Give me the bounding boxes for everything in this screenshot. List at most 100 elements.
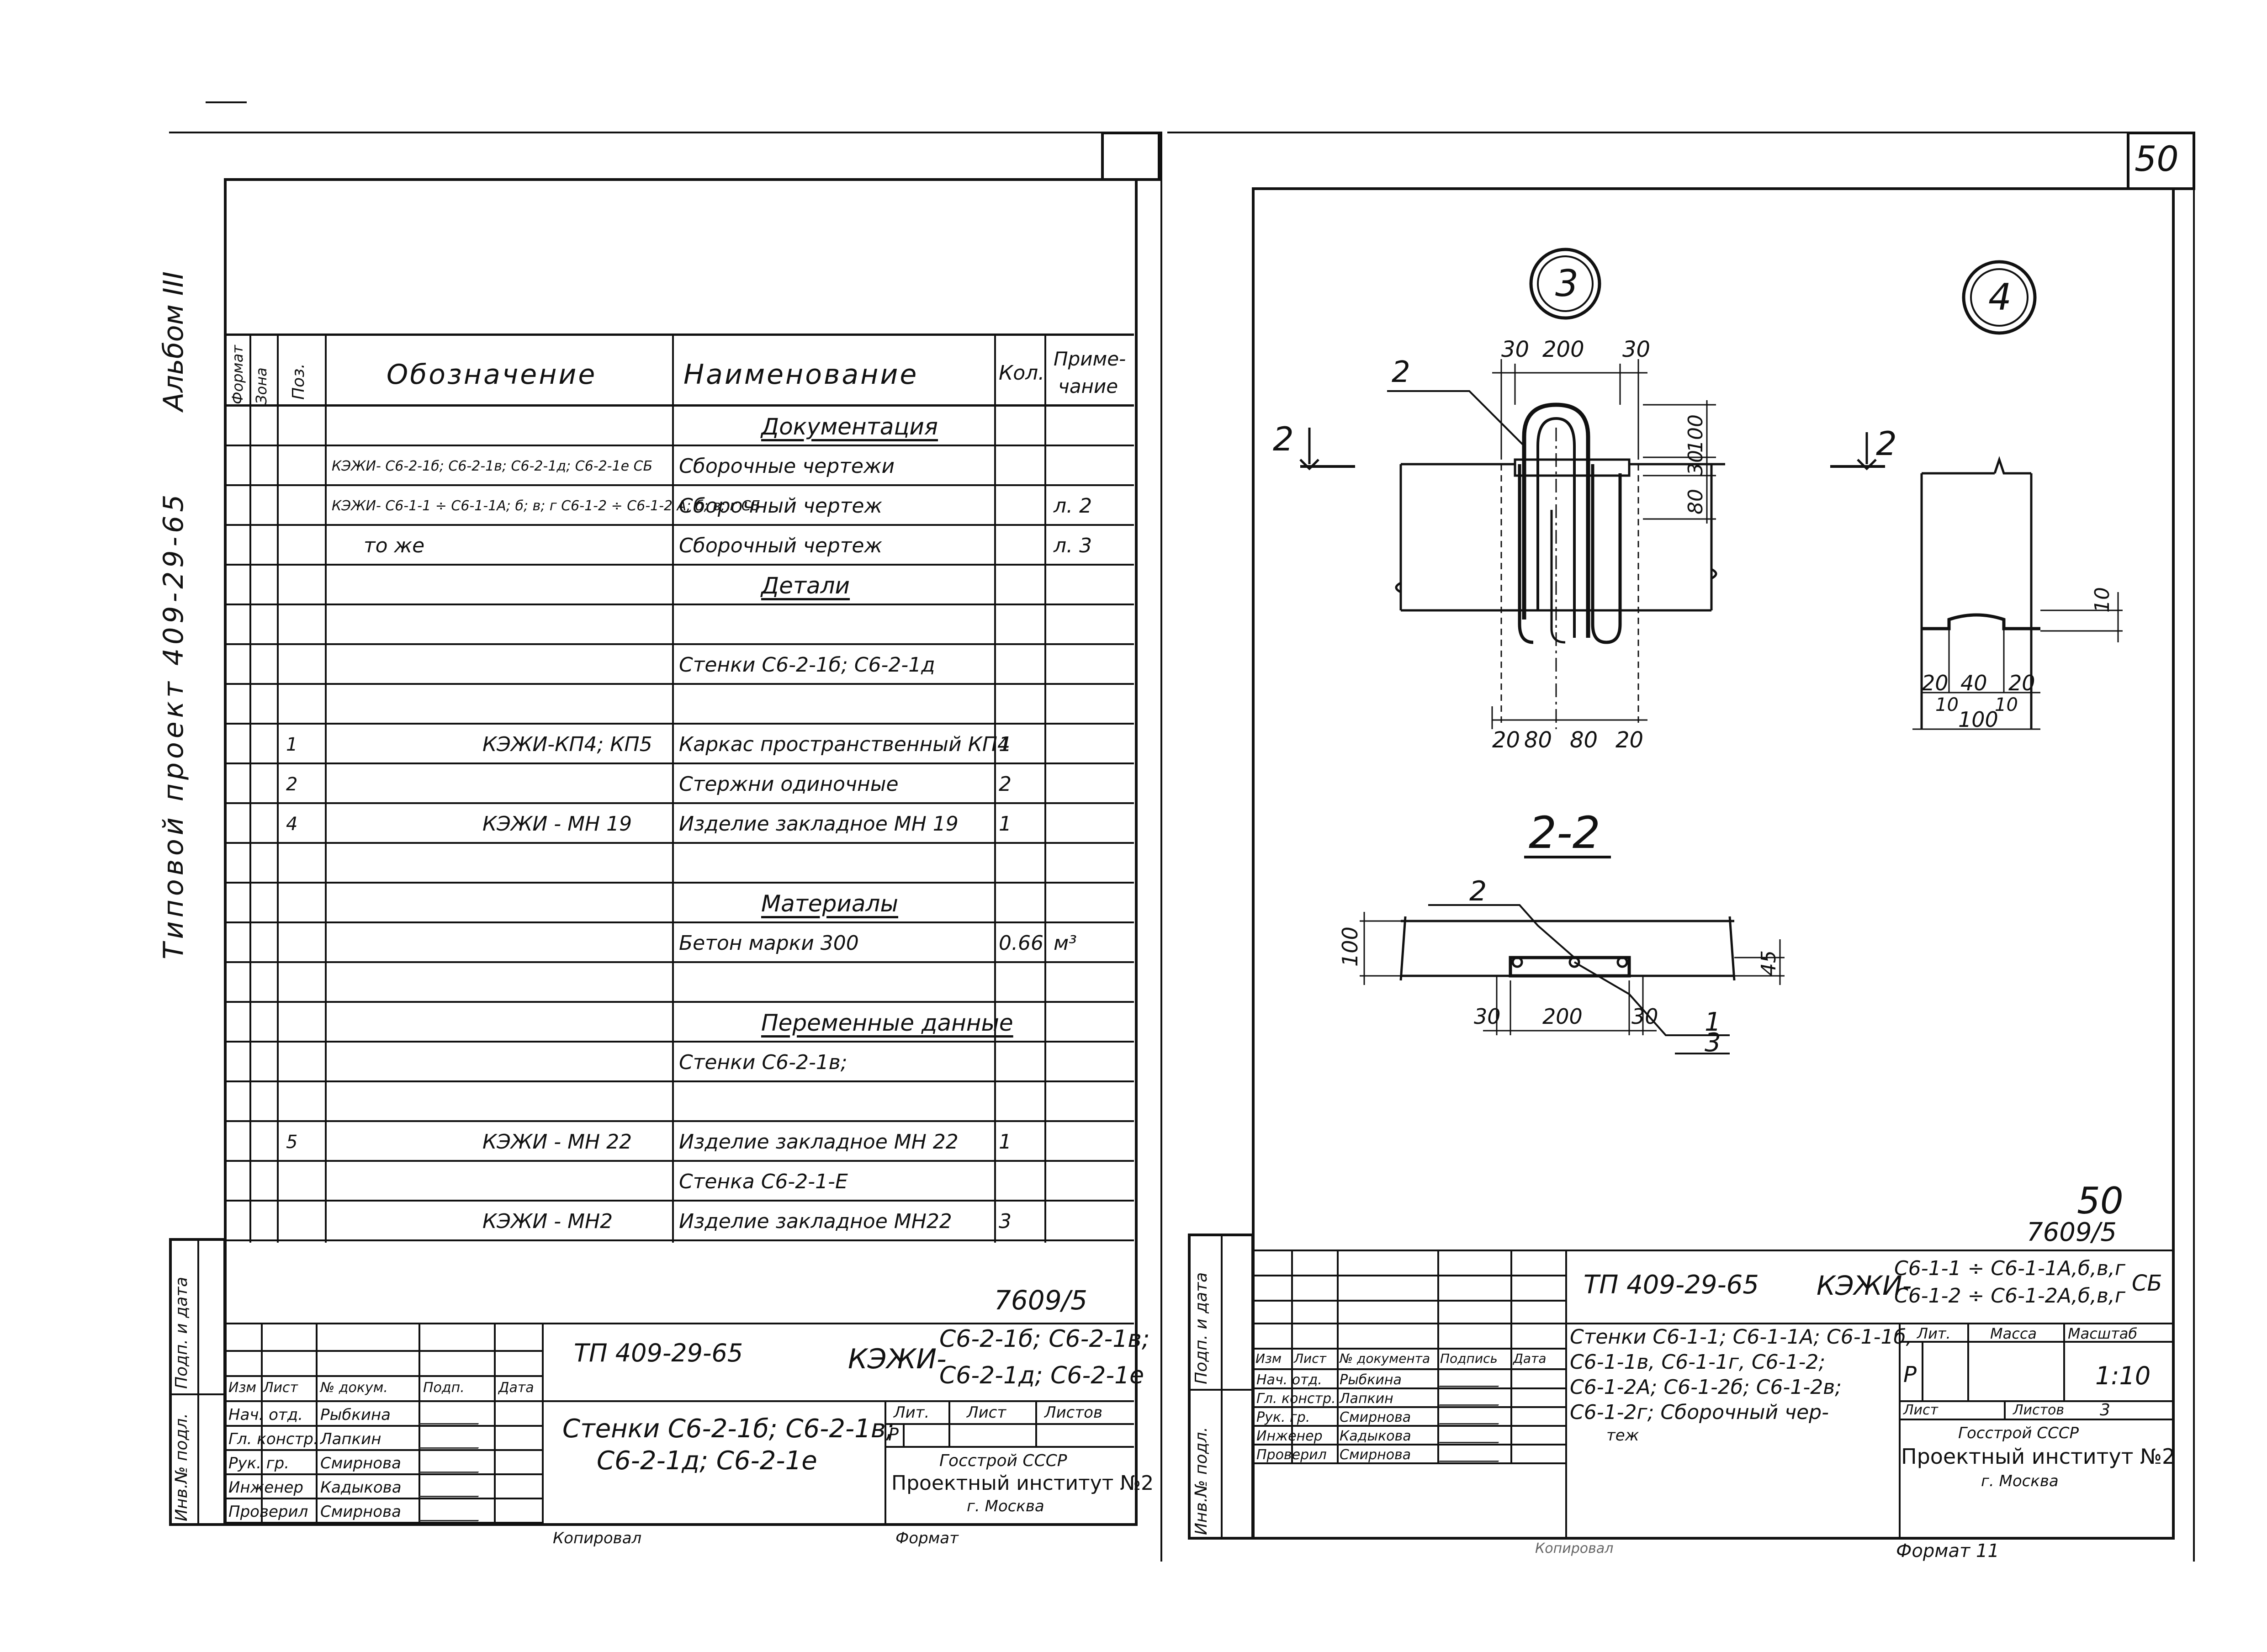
ltb-h-izm: Изм [228, 1380, 257, 1396]
stamp-role: Нач. отд. [228, 1405, 303, 1424]
rtb-vsplit [1565, 1250, 1567, 1537]
rtb-stage-label: Лит. [1917, 1325, 1951, 1342]
drawing-area: 3 4 30 200 [1273, 248, 2124, 1222]
row-name: Сборочный чертеж [679, 494, 883, 518]
rtb-h-izm: Изм [1255, 1351, 1282, 1366]
ltb-sheets-label: Листов [1044, 1403, 1103, 1422]
ltb-stage: Р [888, 1424, 899, 1445]
s22-leader-3: 3 [1705, 1028, 1721, 1058]
side-label-podp: Подп. и дата [172, 1276, 191, 1389]
row-pos: 2 [286, 773, 298, 795]
row-qty: 0.66 [999, 931, 1043, 955]
ltb-c2 [316, 1323, 318, 1524]
cut-mark-left: 2 [1273, 420, 1294, 458]
row-qty: 3 [999, 1209, 1012, 1233]
ltb-row3 [227, 1400, 1134, 1402]
signature-icon [418, 1503, 487, 1521]
table-row: КЭЖИ- С6-1-1 ÷ С6-1-1А; б; в; г С6-1-2 ÷… [227, 486, 1134, 526]
row-pos: 1 [286, 734, 298, 755]
row-note: л. 2 [1054, 494, 1092, 518]
n3-dim-top-200: 200 [1542, 337, 1584, 362]
ltb-c4 [494, 1323, 496, 1524]
s22-leader-2: 2 [1469, 875, 1487, 907]
row-qty: 1 [999, 732, 1012, 756]
row-designation: КЭЖИ - МН2 [482, 1209, 613, 1233]
rtb-h-list: Лист [1294, 1351, 1326, 1366]
rtb-sc3 [2063, 1323, 2065, 1400]
n3-leader-line [1387, 390, 1525, 447]
ltb-marks-1: С6-2-1б; С6-2-1в; [939, 1325, 1150, 1353]
rtb-sheets: 3 [2100, 1401, 2110, 1419]
n3-dim-right-30: 30 [1684, 450, 1707, 476]
row-name: Переменные данные [761, 1009, 1013, 1036]
stamp-person-row: Нач. отд.Рыбкина [227, 1403, 542, 1427]
right-title-block: 7609/5 Изм Лист № документа Подпись Дата… [1255, 1220, 2175, 1537]
stamp-person-row: Нач. отд.Рыбкина [1255, 1371, 1565, 1389]
rtb-row-b [1255, 1300, 1565, 1302]
ltb-top [227, 1323, 1134, 1324]
spec-sheet-frame [224, 178, 1138, 1526]
s22-dim-100: 100 [1338, 927, 1362, 967]
left-footer-copy: Копировал [553, 1529, 642, 1547]
rtb-row-d [1255, 1348, 1565, 1350]
stamp-person-name: Смирнова [320, 1454, 401, 1472]
rtb-marks-1: С6-1-1 ÷ С6-1-1А,б,в,г [1894, 1257, 2125, 1280]
header-zone: Зона [253, 367, 270, 404]
spec-table: Формат Зона Поз. Обозначение Наименовани… [227, 334, 1134, 1243]
row-qty: 2 [999, 772, 1012, 796]
rtb-row-a [1255, 1275, 1565, 1276]
rtb-stage-row [1899, 1400, 2172, 1402]
col-line-3 [325, 334, 327, 1243]
n3-dim-top-30b: 30 [1622, 337, 1650, 362]
n4-dim-100: 100 [1958, 707, 1998, 732]
rtb-sc2 [1967, 1323, 1969, 1400]
ltb-stage-row-1 [885, 1423, 1134, 1425]
row-designation: КЭЖИ- С6-2-1б; С6-2-1в; С6-2-1д; С6-2-1е… [332, 458, 653, 474]
n3-dim-right-100: 100 [1684, 414, 1707, 453]
rtb-kezhi: КЭЖИ- [1817, 1270, 1912, 1301]
stamp-role: Инженер [1256, 1428, 1323, 1444]
row-name: Изделие закладное МН22 [679, 1209, 952, 1233]
header-qty: Кол. [999, 361, 1045, 385]
rtb-title-line: С6-1-2г; Сборочный чер- [1570, 1401, 1829, 1424]
row-name: Бетон марки 300 [679, 931, 859, 955]
node4-label: 4 [1988, 276, 2012, 318]
n4-sub-10a: 10 [1935, 694, 1959, 715]
ltb-h-list: Лист [263, 1380, 298, 1396]
signature-icon [418, 1455, 487, 1473]
n3-dim-bot-20b: 20 [1616, 727, 1643, 753]
table-row: Детали [227, 566, 1134, 605]
row-name: Сборочный чертеж [679, 534, 883, 557]
row-name: Изделие закладное МН 19 [679, 812, 959, 836]
left-sheet-number-box [1101, 132, 1160, 181]
table-row: Документация [227, 407, 1134, 446]
table-row: Стенки С6-2-1б; С6-2-1д [227, 645, 1134, 685]
row-designation: КЭЖИ- С6-1-1 ÷ С6-1-1А; б; в; г С6-1-2 ÷… [332, 498, 761, 514]
ltb-c3 [418, 1323, 420, 1524]
rtb-c3 [1437, 1250, 1439, 1464]
row-name: Стенки С6-2-1б; С6-2-1д [679, 653, 935, 677]
ltb-stage-c0 [903, 1423, 905, 1446]
ltb-title-1: Стенки С6-2-1б; С6-2-1в; [562, 1414, 895, 1444]
rtb-c2 [1337, 1250, 1339, 1464]
rtb-row-c [1255, 1323, 2172, 1324]
table-row: Стенка С6-2-1-Е [227, 1162, 1134, 1202]
rtb-scale-label: Масштаб [2068, 1325, 2138, 1342]
top-scrap-mark [206, 101, 247, 103]
ltb-org-3: г. Москва [967, 1497, 1044, 1515]
signature-icon [418, 1479, 487, 1497]
left-sheet-right-edge [1160, 132, 1162, 1562]
stamp-role: Проверил [228, 1502, 308, 1521]
ltb-h-podp: Подп. [423, 1380, 465, 1396]
ltb-stage-label: Лит. [894, 1403, 930, 1422]
table-row: КЭЖИ- С6-2-1б; С6-2-1в; С6-2-1д; С6-2-1е… [227, 446, 1134, 486]
node3-wall [1395, 359, 1725, 729]
n3-leader-2: 2 [1392, 355, 1410, 389]
stamp-person-row: Гл. констр.Лапкин [1255, 1389, 1565, 1408]
